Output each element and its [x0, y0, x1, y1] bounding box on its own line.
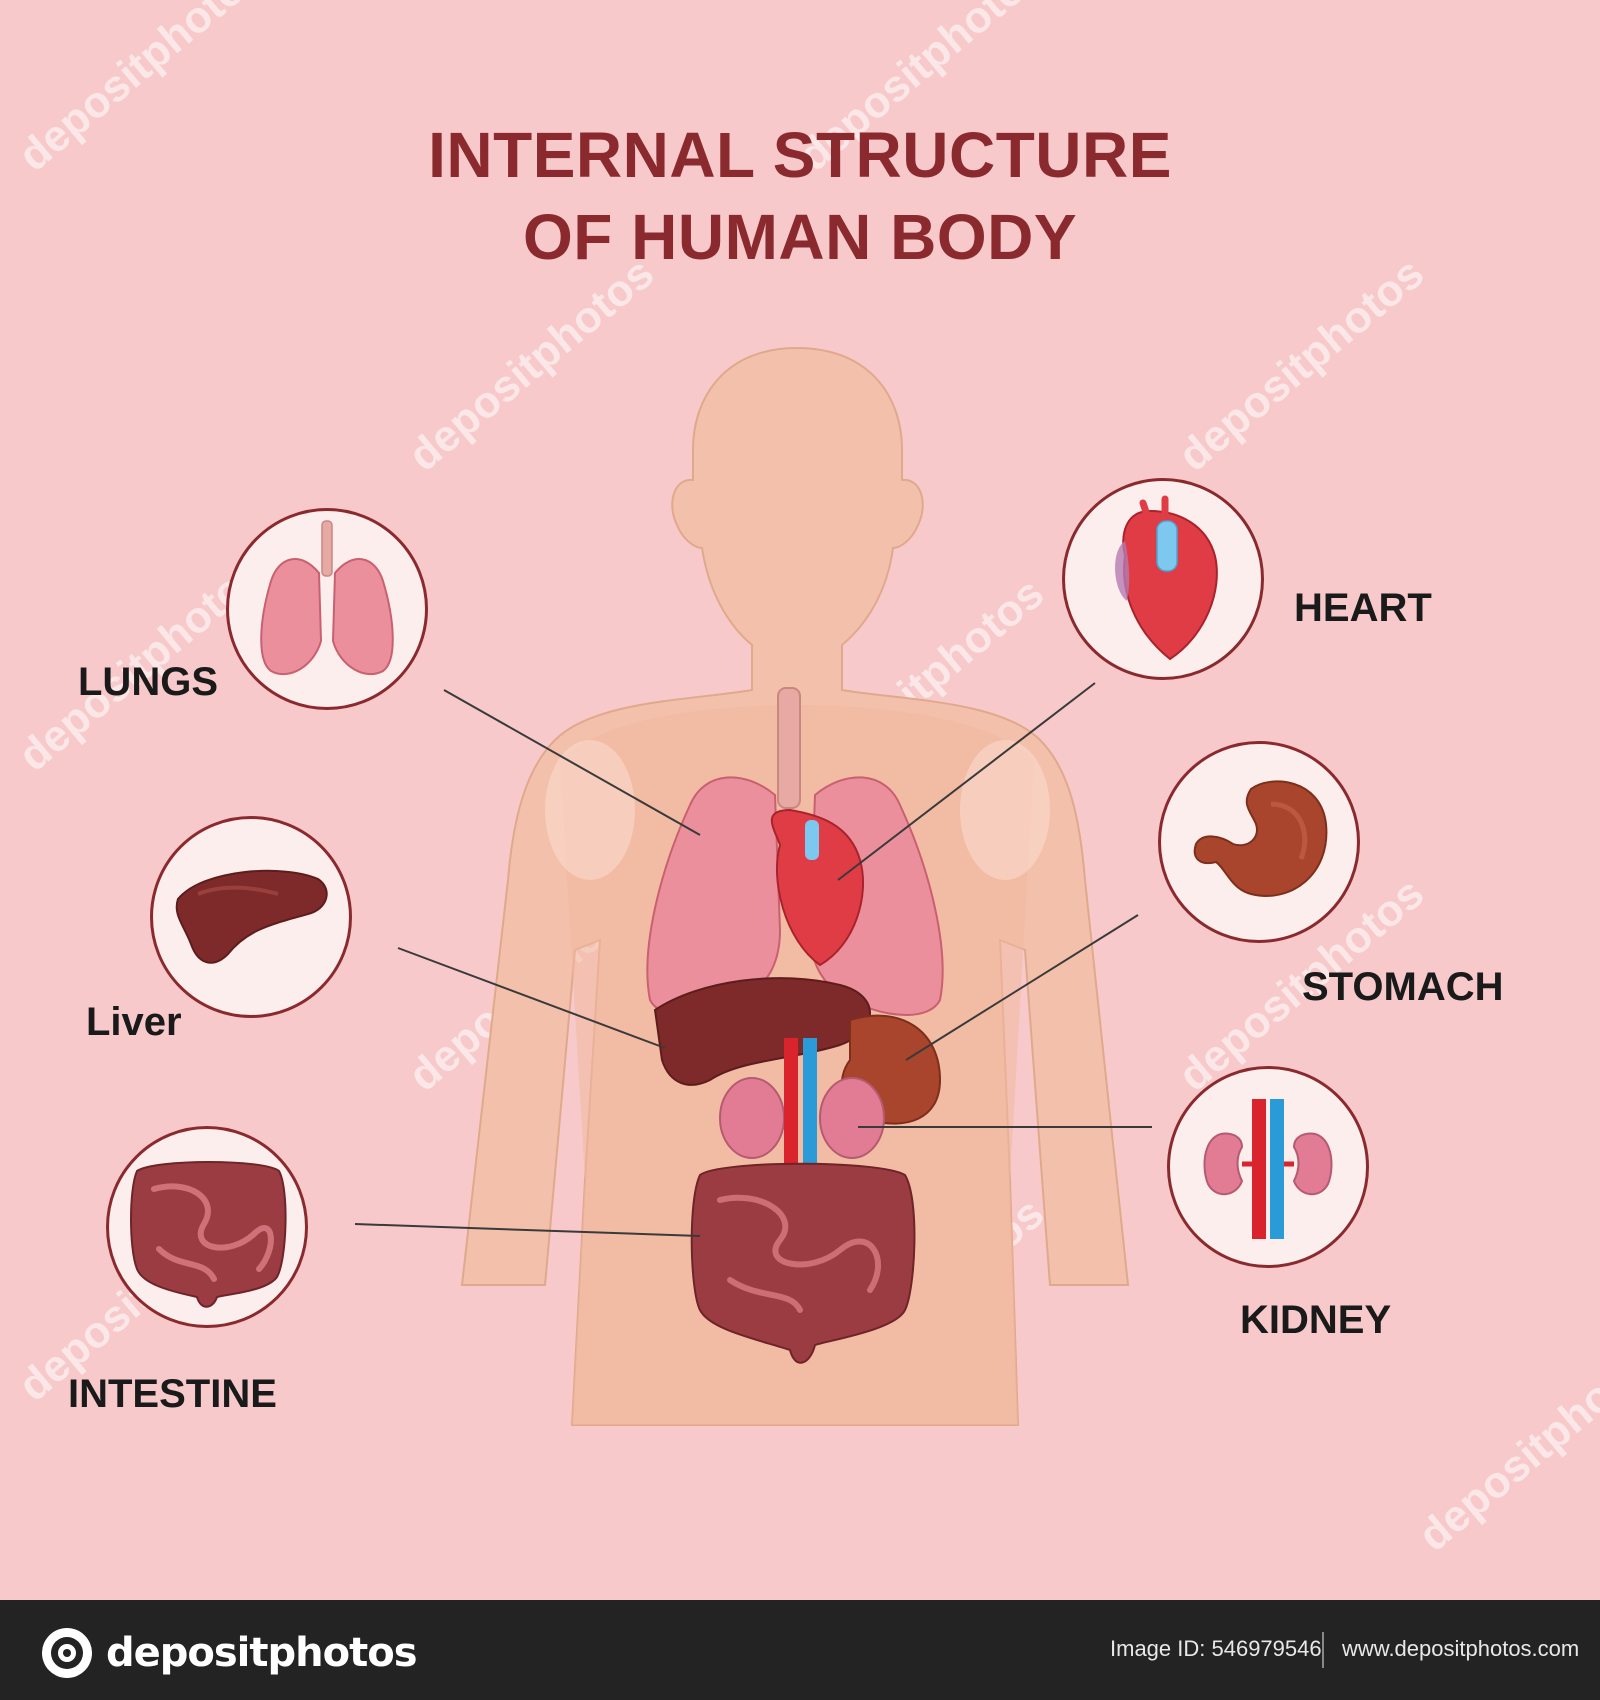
lungs-circle [226, 508, 428, 710]
title-line-1: INTERNAL STRUCTURE [428, 119, 1172, 191]
leader-line-lungs [443, 689, 701, 836]
stomach-icon [1193, 780, 1328, 897]
heart-icon [1115, 495, 1218, 661]
shoulder-highlight [960, 740, 1050, 880]
kidney-icon [1203, 1099, 1333, 1239]
leader-line-intestine [354, 1223, 701, 1237]
footer-image-id: Image ID: 546979546 [1110, 1636, 1322, 1661]
body-figure [354, 346, 1152, 1426]
label-heart: HEART [1294, 586, 1432, 630]
vena-cava [803, 1038, 817, 1173]
footer-url-link[interactable]: www.depositphotos.com [1342, 1636, 1580, 1661]
aorta [784, 1038, 798, 1173]
left-kidney [719, 1077, 785, 1159]
label-liver: Liver [86, 1000, 182, 1044]
label-kidney: KIDNEY [1240, 1298, 1392, 1342]
footer-divider [1322, 1632, 1324, 1668]
label-lungs: LUNGS [78, 660, 218, 704]
diagram-canvas: depositphotos depositphotos depositphoto… [9, 0, 1600, 1561]
camera-logo-icon [42, 1628, 92, 1678]
trachea [777, 687, 801, 809]
leader-line-liver [397, 947, 666, 1049]
intestine-coils [717, 1194, 882, 1313]
liver-icon [175, 869, 328, 964]
footer-logo[interactable]: depositphotos [40, 1626, 418, 1680]
right-kidney [819, 1077, 885, 1159]
footer-bar: depositphotos Image ID: 546979546 www.de… [0, 1600, 1600, 1700]
heart [770, 808, 864, 967]
kidney-circle [1167, 1066, 1369, 1268]
shoulder-highlight [545, 740, 635, 880]
label-stomach: STOMACH [1302, 965, 1504, 1009]
stomach-circle [1158, 741, 1360, 943]
intestine-circle [106, 1126, 308, 1328]
leader-line-heart [837, 682, 1096, 881]
title-line-2: OF HUMAN BODY [522, 201, 1078, 273]
lungs-icon [260, 520, 394, 676]
liver-circle [150, 816, 352, 1018]
leader-line-stomach [905, 914, 1139, 1061]
intestine-icon [130, 1161, 287, 1308]
heart-vessel [805, 820, 819, 860]
footer-brand: depositphotos [106, 1630, 418, 1676]
label-intestine: INTESTINE [68, 1372, 277, 1416]
heart-circle [1062, 478, 1264, 680]
